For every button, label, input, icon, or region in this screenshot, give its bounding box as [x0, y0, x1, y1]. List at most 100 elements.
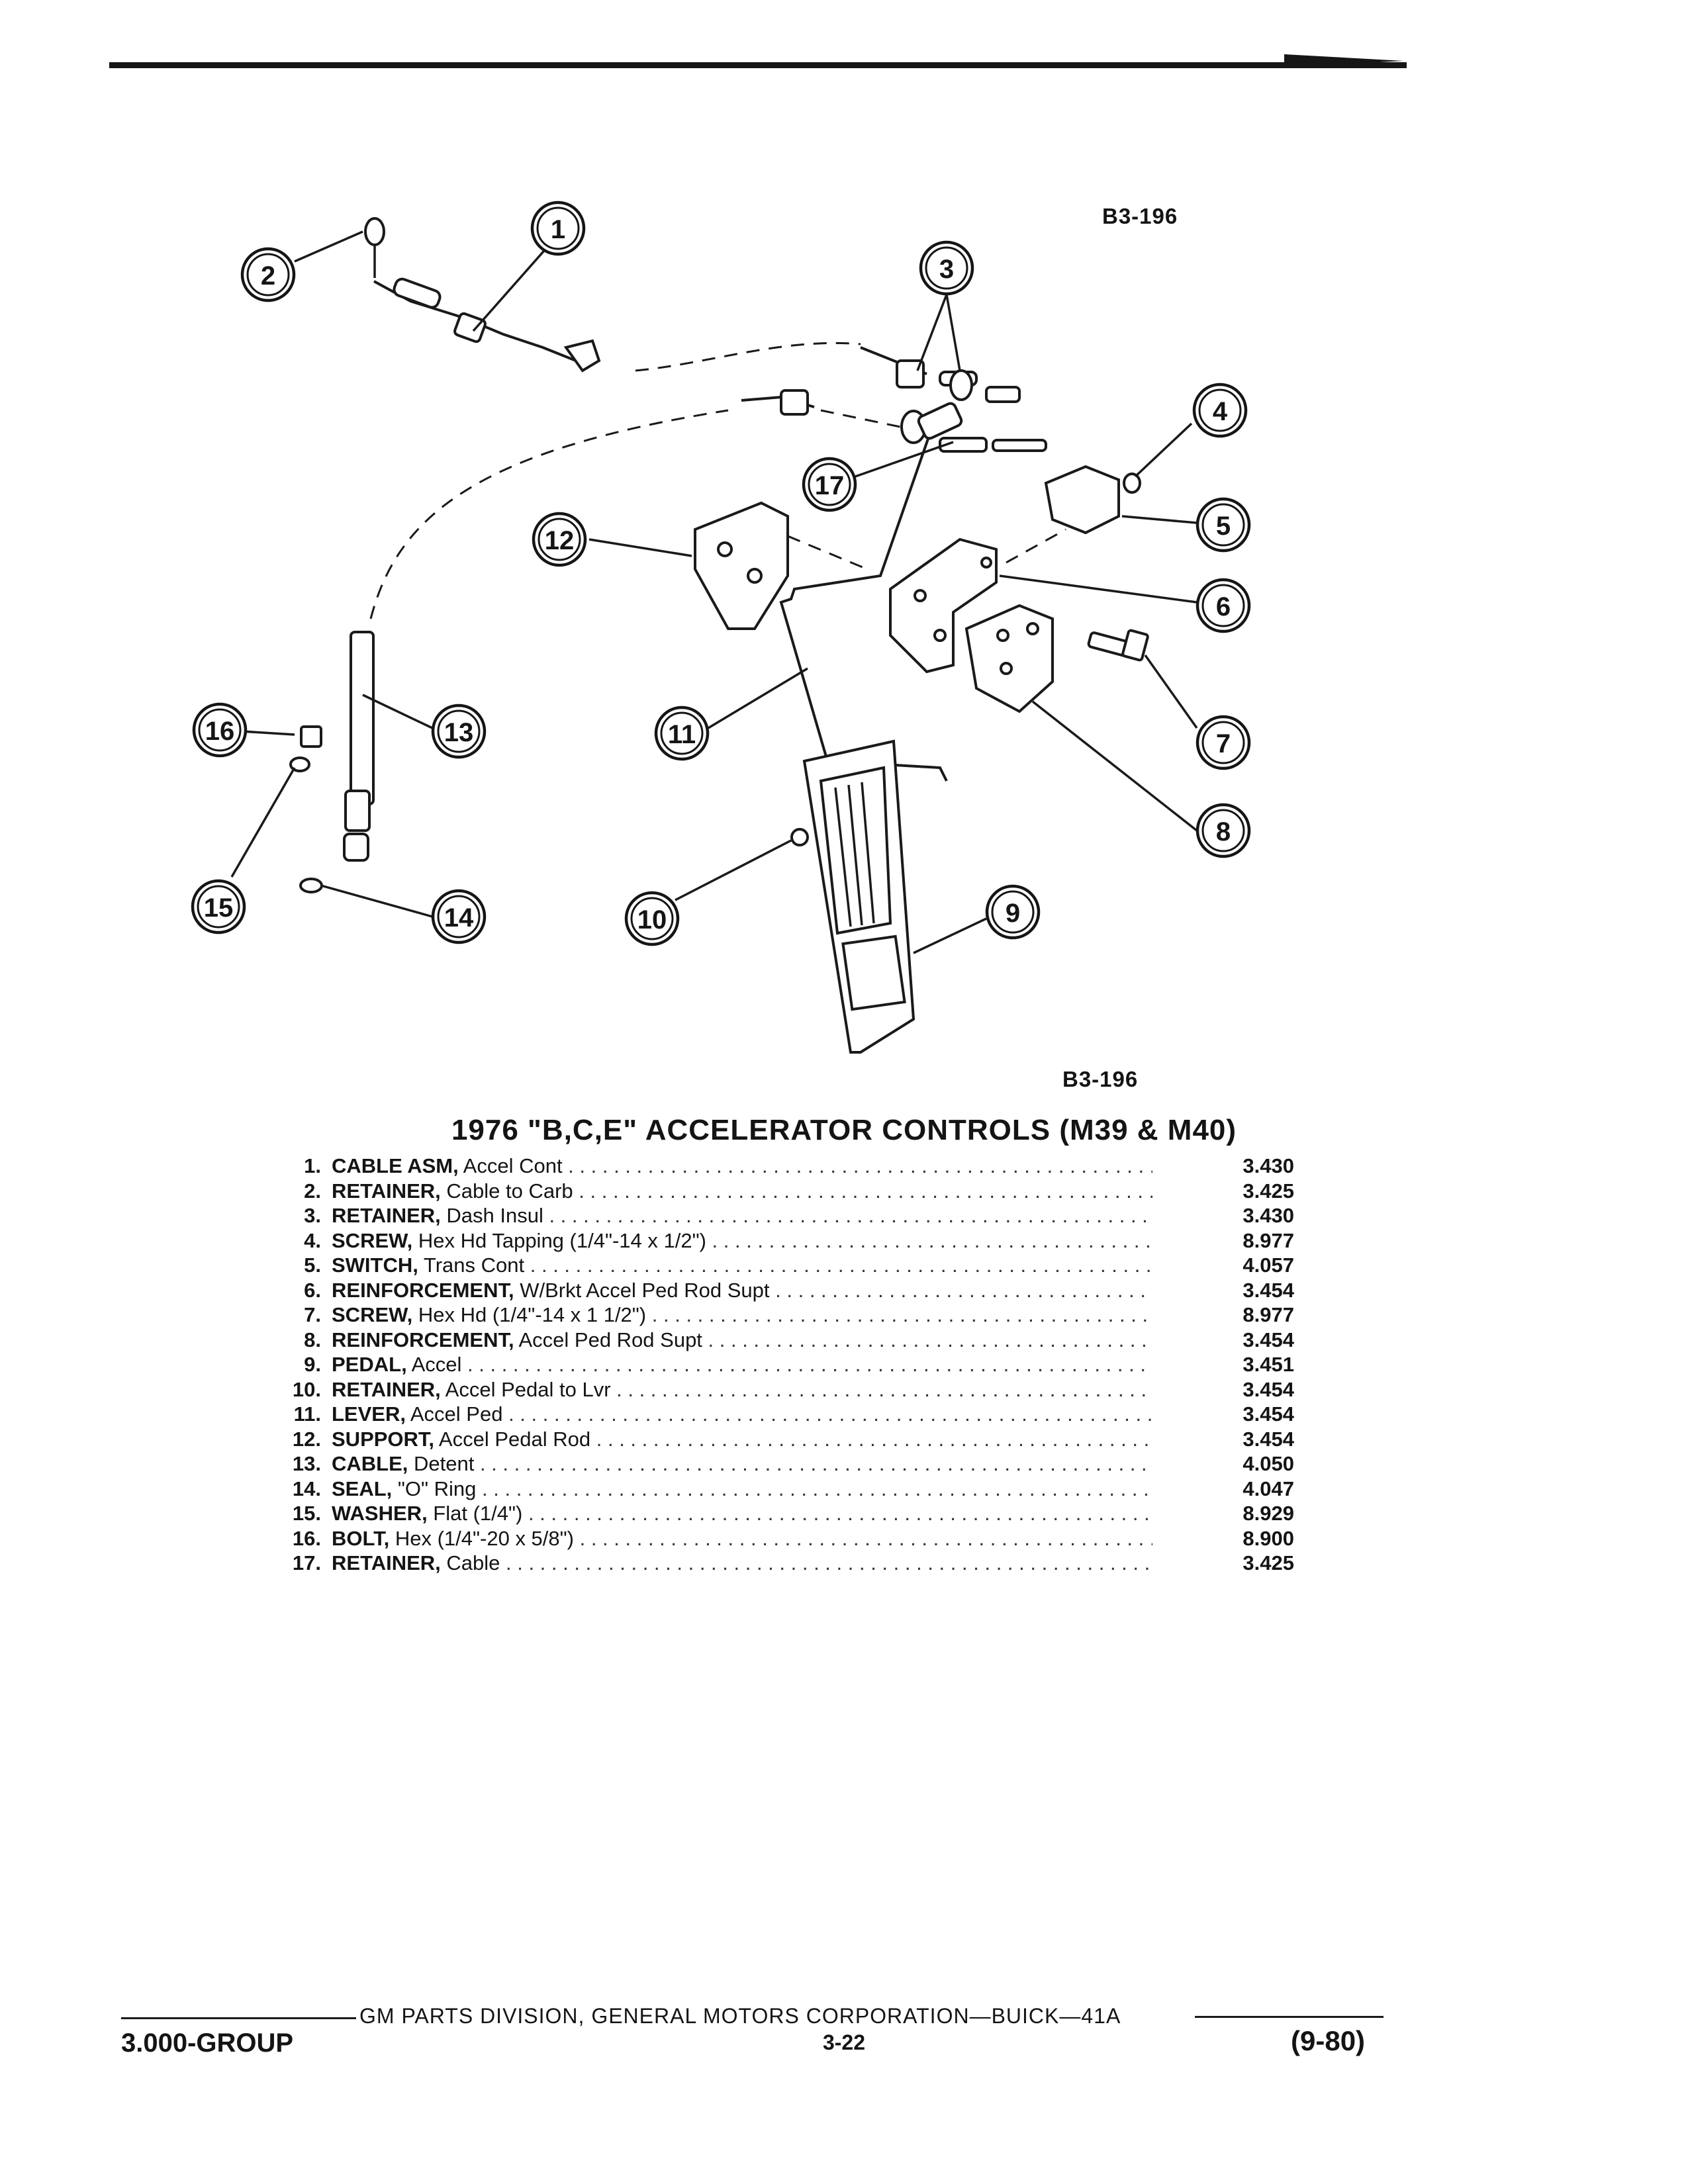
svg-text:12: 12: [545, 526, 575, 555]
parts-list-row: 1.CABLE ASM, Accel Cont . . . . . . . . …: [268, 1154, 1294, 1179]
parts-list-row: 4.SCREW, Hex Hd Tapping (1/4"-14 x 1/2")…: [268, 1228, 1294, 1253]
item-number: 5.: [304, 1253, 321, 1277]
item-detail: Accel Ped Rod Supt: [514, 1328, 702, 1351]
item-name: REINFORCEMENT,: [332, 1278, 514, 1302]
item-description: BOLT, Hex (1/4"-20 x 5/8") . . . . . . .…: [332, 1526, 1152, 1551]
svg-text:2: 2: [261, 261, 275, 291]
parts-list-row: 8.REINFORCEMENT, Accel Ped Rod Supt . . …: [268, 1328, 1294, 1353]
item-name: RETAINER,: [332, 1204, 441, 1227]
item-detail: W/Brkt Accel Ped Rod Supt: [514, 1278, 770, 1302]
footer-rule-right: [1195, 2016, 1383, 2018]
group-label: 3.000-GROUP: [121, 2028, 294, 2058]
parts-list-row: 5.SWITCH, Trans Cont . . . . . . . . . .…: [268, 1253, 1294, 1278]
footer-rule-left: [121, 2017, 356, 2019]
group-code: 4.050: [1243, 1452, 1294, 1475]
item-description: RETAINER, Cable to Carb . . . . . . . . …: [332, 1179, 1152, 1204]
dot-leader: . . . . . . . . . . . . . . . . . . . . …: [579, 1526, 1152, 1550]
item-name: RETAINER,: [332, 1551, 441, 1574]
item-description: RETAINER, Dash Insul . . . . . . . . . .…: [332, 1203, 1152, 1228]
header-rule: [109, 62, 1407, 68]
item-number: 3.: [304, 1204, 321, 1227]
svg-text:15: 15: [204, 893, 234, 923]
callout-9: 9: [985, 884, 1041, 940]
accel-lever: [779, 402, 963, 782]
callout-11: 11: [654, 705, 710, 761]
group-code: 8.900: [1243, 1526, 1294, 1550]
callout-8: 8: [1196, 803, 1251, 858]
item-detail: Flat (1/4"): [427, 1502, 523, 1525]
item-description: CABLE ASM, Accel Cont . . . . . . . . . …: [332, 1154, 1152, 1179]
item-detail: Dash Insul: [440, 1204, 543, 1227]
callout-17: 17: [802, 457, 857, 512]
svg-text:10: 10: [637, 905, 667, 934]
dot-leader: . . . . . . . . . . . . . . . . . . . . …: [616, 1377, 1152, 1401]
item-number: 10.: [292, 1377, 321, 1401]
dot-leader: . . . . . . . . . . . . . . . . . . . . …: [549, 1204, 1152, 1227]
figure-code-top: B3-196: [1102, 204, 1178, 228]
group-code: 8.929: [1243, 1502, 1294, 1525]
callout-4: 4: [1192, 383, 1248, 438]
item-detail: Cable: [440, 1551, 500, 1574]
dot-leader: . . . . . . . . . . . . . . . . . . . . …: [528, 1502, 1152, 1525]
parts-list-row: 7.SCREW, Hex Hd (1/4"-14 x 1 1/2") . . .…: [268, 1302, 1294, 1328]
item-description: CABLE, Detent . . . . . . . . . . . . . …: [332, 1451, 1152, 1477]
item-description: LEVER, Accel Ped . . . . . . . . . . . .…: [332, 1402, 1152, 1427]
svg-text:13: 13: [444, 718, 474, 747]
parts-list-row: 2.RETAINER, Cable to Carb . . . . . . . …: [268, 1179, 1294, 1204]
item-name: SWITCH,: [332, 1253, 418, 1277]
reinforcement-with-bracket: [889, 528, 1066, 674]
callout-6: 6: [1196, 578, 1251, 633]
dot-leader: . . . . . . . . . . . . . . . . . . . . …: [482, 1477, 1152, 1500]
item-name: WASHER,: [332, 1502, 428, 1525]
item-detail: Accel Pedal to Lvr: [440, 1377, 611, 1401]
parts-list-row: 17.RETAINER, Cable . . . . . . . . . . .…: [268, 1551, 1294, 1576]
parts-list-row: 15.WASHER, Flat (1/4") . . . . . . . . .…: [268, 1501, 1294, 1526]
item-detail: Accel Ped: [405, 1402, 503, 1426]
callout-16: 16: [192, 702, 248, 758]
footer-publisher: GM PARTS DIVISION, GENERAL MOTORS CORPOR…: [359, 2004, 1121, 2028]
item-description: RETAINER, Cable . . . . . . . . . . . . …: [332, 1551, 1152, 1576]
group-code: 3.454: [1243, 1402, 1294, 1426]
dot-leader: . . . . . . . . . . . . . . . . . . . . …: [530, 1253, 1152, 1277]
item-detail: Detent: [408, 1452, 475, 1475]
item-description: SUPPORT, Accel Pedal Rod . . . . . . . .…: [332, 1427, 1152, 1452]
svg-text:7: 7: [1216, 729, 1231, 758]
leader-lines: [230, 230, 1198, 954]
item-description: SCREW, Hex Hd (1/4"-14 x 1 1/2") . . . .…: [332, 1302, 1152, 1328]
item-number: 16.: [292, 1526, 321, 1550]
dot-leader: . . . . . . . . . . . . . . . . . . . . …: [568, 1154, 1152, 1177]
item-number: 6.: [304, 1278, 321, 1302]
callout-5: 5: [1196, 497, 1251, 553]
item-number: 11.: [293, 1402, 321, 1426]
group-code: 4.057: [1243, 1253, 1294, 1277]
hex-screw: [1087, 629, 1149, 662]
parts-list-row: 10. RETAINER, Accel Pedal to Lvr . . . . …: [268, 1377, 1294, 1402]
item-name: RETAINER,: [332, 1179, 441, 1203]
item-description: REINFORCEMENT, Accel Ped Rod Supt . . . …: [332, 1328, 1152, 1353]
callout-10: 10: [624, 891, 680, 946]
dot-leader: . . . . . . . . . . . . . . . . . . . . …: [708, 1328, 1152, 1351]
group-code: 8.977: [1243, 1303, 1294, 1326]
group-code: 3.430: [1243, 1204, 1294, 1227]
dot-leader: . . . . . . . . . . . . . . . . . . . . …: [505, 1551, 1152, 1574]
item-name: CABLE,: [332, 1452, 408, 1475]
item-description: RETAINER, Accel Pedal to Lvr . . . . . .…: [332, 1377, 1152, 1402]
item-name: PEDAL,: [332, 1353, 407, 1376]
parts-list-row: 13. CABLE, Detent . . . . . . . . . . . .…: [268, 1451, 1294, 1477]
group-code: 3.454: [1243, 1427, 1294, 1451]
item-number: 13.: [292, 1452, 321, 1475]
item-description: WASHER, Flat (1/4") . . . . . . . . . . …: [332, 1501, 1152, 1526]
callout-12: 12: [532, 512, 587, 567]
group-code: 8.977: [1243, 1228, 1294, 1252]
item-detail: Accel: [406, 1353, 462, 1376]
parts-list-row: 9.PEDAL, Accel . . . . . . . . . . . . .…: [268, 1352, 1294, 1377]
callout-13: 13: [431, 704, 487, 759]
parts-list-row: 11. LEVER, Accel Ped . . . . . . . . . . …: [268, 1402, 1294, 1427]
reinforcement-rod-support: [964, 604, 1054, 713]
callout-7: 7: [1196, 715, 1251, 770]
item-detail: Accel Pedal Rod: [434, 1427, 591, 1451]
item-number: 12.: [292, 1427, 321, 1451]
item-description: SCREW, Hex Hd Tapping (1/4"-14 x 1/2") .…: [332, 1228, 1152, 1253]
svg-text:14: 14: [444, 903, 474, 933]
item-name: LEVER,: [332, 1402, 406, 1426]
